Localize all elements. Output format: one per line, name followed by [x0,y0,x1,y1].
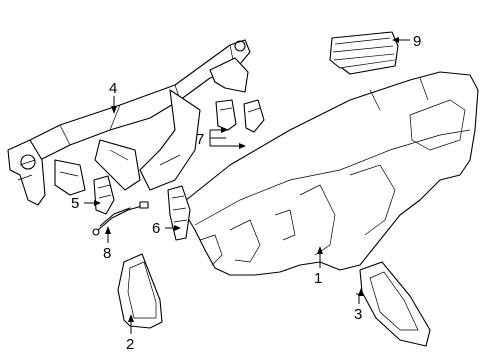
callout-7: 7 [196,127,246,149]
callout-5-label: 5 [71,195,79,212]
callout-7-label: 7 [196,131,204,148]
part-7-bracket [215,99,265,133]
callout-3-label: 3 [354,306,362,323]
callout-6-label: 6 [152,220,160,237]
callout-1-label: 1 [314,270,322,287]
part-3-side-finisher-right [359,261,431,347]
callout-9: 9 [392,33,421,50]
callout-8: 8 [103,226,111,262]
part-8-harness [92,201,149,236]
part-6-clip-bracket [167,185,191,241]
callout-4: 4 [109,80,117,114]
part-5-bracket [93,175,115,215]
callout-5: 5 [71,195,101,212]
callout-4-label: 4 [109,80,117,97]
part-2-side-finisher-left [117,253,163,329]
callout-2-label: 2 [126,336,134,353]
callout-9-label: 9 [413,33,421,50]
part-9-display-unit [329,31,399,75]
callout-8-label: 8 [103,245,111,262]
part-4-crossbeam [7,39,251,206]
callout-3: 3 [354,288,364,323]
callout-2: 2 [126,314,134,353]
callout-6: 6 [152,220,181,237]
part-1-instrument-panel [179,71,479,276]
callout-1: 1 [314,246,323,287]
